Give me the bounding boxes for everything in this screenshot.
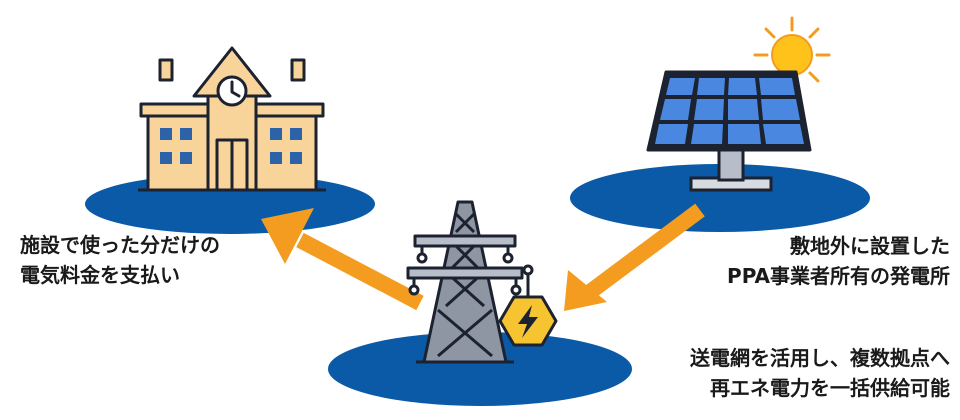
grid-platform [328,332,632,406]
facility-caption-line2: 電気料金を支払い [20,263,180,287]
ppa-caption-line2: PPA事業者所有の発電所 [727,264,950,288]
grid-caption-line1: 送電網を活用し、複数拠点へ [690,346,950,370]
arrow-to-facility [261,208,424,311]
grid-caption: 送電網を活用し、複数拠点へ 再エネ電力を一括供給可能 [600,343,950,403]
ppa-caption-line1: 敷地外に設置した [790,234,950,258]
solar-platform [570,164,870,232]
solar-panel-icon [646,70,812,192]
facility-caption-line1: 施設で使った分だけの [20,233,220,257]
sun-icon [753,16,831,94]
transmission-tower-icon [406,200,524,364]
facility-caption: 施設で使った分だけの 電気料金を支払い [20,230,320,290]
lightning-bolt-icon [498,264,558,347]
grid-caption-line2: 再エネ電力を一括供給可能 [710,376,950,400]
school-building-icon [138,46,326,192]
ppa-caption: 敷地外に設置した PPA事業者所有の発電所 [630,231,950,291]
arrow-from-solar [564,203,705,311]
